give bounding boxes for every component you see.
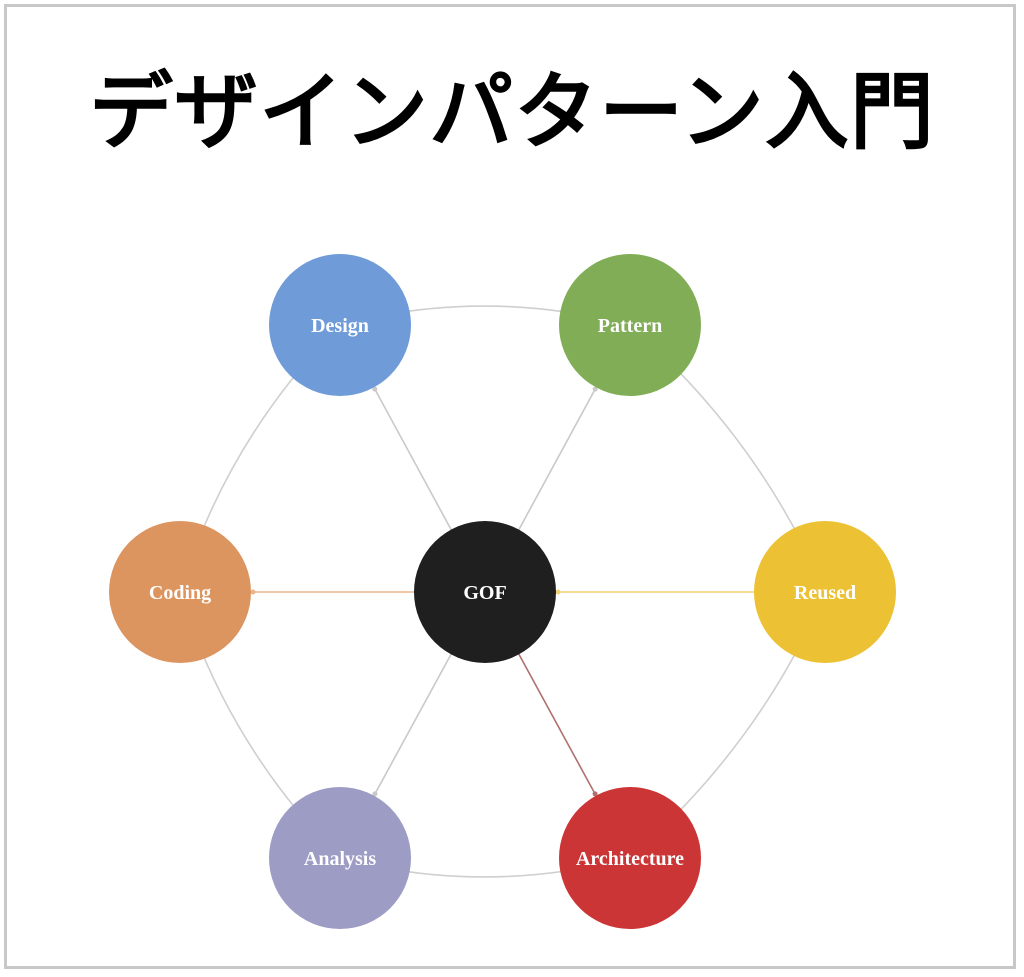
node-analysis: Analysis [269, 787, 411, 929]
page-title: デザインパターン入門 [89, 63, 935, 161]
node-circle [414, 521, 556, 663]
node-circle [269, 254, 411, 396]
node-architecture: Architecture [559, 787, 701, 929]
image-frame [4, 4, 1016, 969]
node-pattern: Pattern [559, 254, 701, 396]
node-circle [109, 521, 251, 663]
edge-arrowhead [250, 589, 256, 595]
node-circle [559, 787, 701, 929]
node-label: Architecture [576, 848, 684, 870]
node-circle [269, 787, 411, 929]
node-label: Coding [149, 582, 211, 604]
node-label: Design [311, 315, 369, 337]
node-label: Analysis [304, 848, 376, 870]
node-circle [559, 254, 701, 396]
node-reused: Reused [754, 521, 896, 663]
edge-arrowhead [372, 386, 378, 392]
node-gof: GOF [414, 521, 556, 663]
edge-arrowhead [592, 791, 598, 797]
edge-arrowhead [372, 791, 378, 797]
edge-arrowhead [555, 589, 561, 595]
node-label: Pattern [598, 315, 662, 337]
node-circle [754, 521, 896, 663]
node-label: GOF [463, 582, 506, 604]
node-label: Reused [794, 582, 856, 604]
node-coding: Coding [109, 521, 251, 663]
node-design: Design [269, 254, 411, 396]
edge-arrowhead [592, 386, 598, 392]
